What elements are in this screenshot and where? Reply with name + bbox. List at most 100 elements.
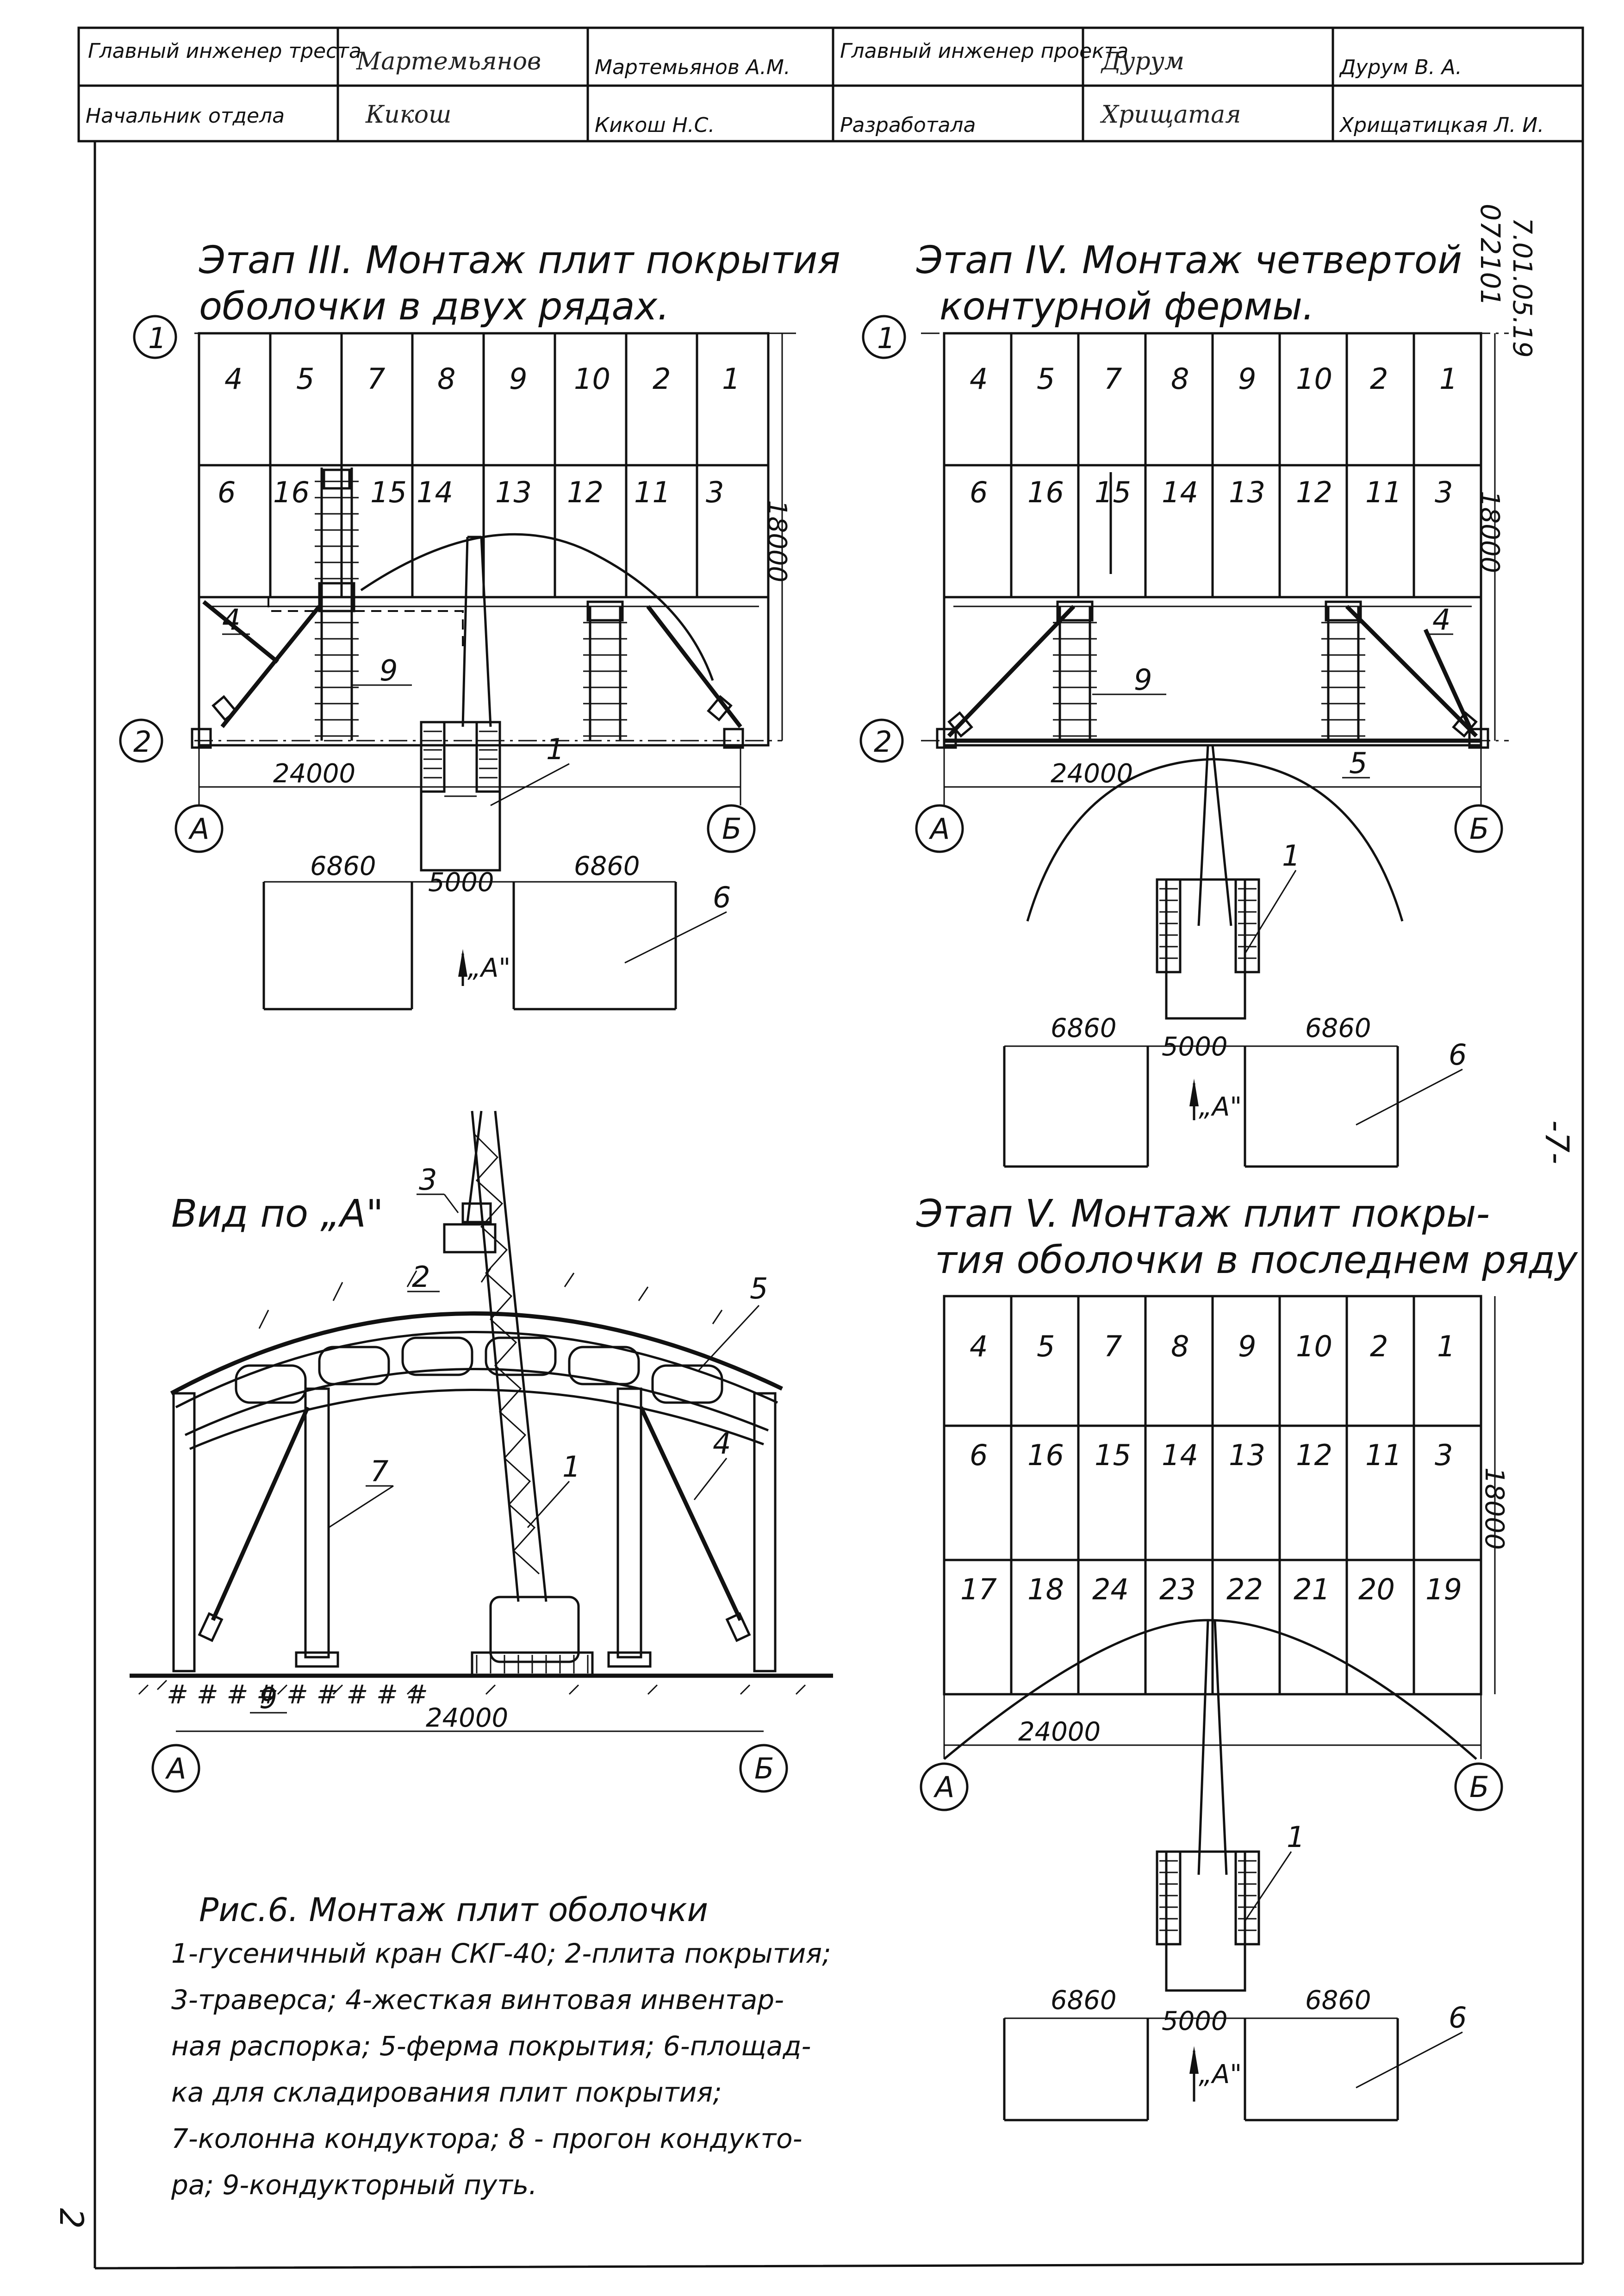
slab-number: 6 [218,475,236,509]
view-a-callout-5: 5 [750,1272,768,1305]
stage4-crane [1156,745,1260,1020]
stage4-axis-1-bubble [862,315,906,359]
title-block: Главный инженер треста Мартемьянов Марте… [77,26,1584,143]
stage3-dim-5000: 5000 [428,867,494,898]
stage4-dim-18000: 18000 [1475,491,1505,573]
slab-number: 24 [1092,1572,1129,1606]
stage4-dim-6860-right: 6860 [1305,1013,1371,1043]
stage4-axis-a: А [928,812,950,846]
slab-number: 7 [367,362,385,396]
slab-number: 18 [1027,1572,1064,1606]
caption-line: 1-гусеничный кран СКГ-40; 2-плита покрыт… [171,1938,831,1969]
stage3-dim-24000: 24000 [273,759,355,789]
slab-number: 16 [1027,1438,1064,1472]
view-a-crane-boom [443,1111,548,1602]
stage5-row2-labels: 6 16 15 14 13 12 11 3 [970,1438,1453,1472]
stage5-axis-a: А [933,1770,954,1804]
slab-number: 9 [1238,362,1256,396]
stage4-storage: 6860 5000 6860 „А" 6 [1003,1013,1467,1168]
view-a-callout-7: 7 [370,1454,388,1488]
stage3-dim-6860-right: 6860 [574,851,640,881]
stage3-callout-6: 6 [713,880,731,914]
slab-number: 13 [495,475,532,509]
tb-role1-top: Главный инженер треста [88,39,361,63]
stage3-axis-2-bubble [119,718,163,763]
slab-number: 7 [1104,362,1122,396]
stage5-dim-6860-right: 6860 [1305,1985,1371,2015]
view-a-callout-3: 3 [419,1163,437,1197]
stage4-row1-labels: 4 5 7 8 9 10 2 1 [970,362,1457,396]
stage4-axis-1: 1 [877,321,895,355]
slab-number: 12 [1296,475,1332,509]
stage3-axis-1-bubble [133,315,177,359]
slab-number: 4 [970,1329,988,1363]
slab-number: 2 [653,362,671,396]
slab-number: 20 [1358,1572,1395,1606]
stage5-storage: 6860 5000 6860 „А" 6 [1003,1985,1467,2121]
stage3-crane [420,536,501,872]
page-border [93,141,1584,2270]
corner-mark: 2 [52,2208,90,2229]
view-a-callout-1: 1 [562,1450,580,1484]
caption-line: 3-траверса; 4-жесткая винтовая инвентар- [171,1984,784,2015]
caption-line: ка для складирования плит покрытия; [171,2077,722,2108]
slab-number: 15 [1095,475,1131,509]
stage5-title-line1: Этап V. Монтаж плит покры- [916,1192,1490,1236]
tb-name2-top: Дурум В. А. [1339,56,1462,79]
slab-number: 19 [1425,1572,1462,1606]
stage5-dim-18000: 18000 [1479,1467,1509,1550]
view-a-axis-a: А [165,1752,186,1785]
view-a-callout-4: 4 [713,1427,731,1460]
view-a-axis-b: Б [754,1752,774,1785]
stage5-dim-24000: 24000 [1018,1717,1101,1747]
slab-number: 13 [1229,1438,1265,1472]
stage5-axis-a-bubble [920,1762,969,1811]
stage4-dim-6860-left: 6860 [1051,1013,1117,1043]
tb-signature-1: Мартемьянов [356,48,541,75]
doc-code: 7.01.05.19 [1507,218,1537,358]
stage5-view-marker: „А" [1199,2059,1242,2090]
slab-number: 11 [1365,1438,1402,1472]
slab-number: 5 [296,362,314,396]
tb-role1-bottom: Начальник отдела [86,104,285,128]
stage4-axis-2-bubble [859,718,904,763]
slab-number: 8 [437,362,455,396]
slab-number: 9 [509,362,527,396]
stage4-axis-2: 2 [874,725,892,759]
stage5-title-line2: тия оболочки в последнем ряду [935,1238,1578,1282]
slab-number: 6 [970,475,988,509]
slab-number: 15 [1095,1438,1131,1472]
slab-number: 10 [1296,1329,1332,1363]
caption-title: Рис.6. Монтаж плит оболочки [199,1891,708,1929]
stage3-callout-9: 9 [380,654,398,687]
stage3-plan: Этап III. Монтаж плит покрытия оболочки … [119,238,840,1011]
slab-number: 3 [706,475,724,509]
stage4-row2-labels: 6 16 15 14 13 12 11 3 [970,475,1453,509]
view-a-ground-hatch: # # # # # # # # # [167,1680,428,1710]
stage3-title-line2: оболочки в двух рядах. [199,285,669,329]
view-a-elevation: Вид по „А" [130,1111,833,1793]
slab-number: 1 [1437,1329,1455,1363]
tb-name1-top: Мартемьянов А.М. [595,56,790,79]
stage3-axis-1: 1 [148,321,166,355]
tb-signature-4: Хрищатая [1100,101,1241,129]
slab-number: 16 [1027,475,1064,509]
tb-signature-3: Кикош [365,101,451,129]
stage5-row3-labels: 17 18 24 23 22 21 20 19 [960,1572,1462,1606]
slab-number: 7 [1104,1329,1122,1363]
slab-number: 10 [1296,362,1332,396]
stage5-callout-1: 1 [1287,1820,1305,1854]
stage5-grid-verticals [1010,1296,1415,1694]
stage3-title-line1: Этап III. Монтаж плит покрытия [199,238,840,282]
stage3-row2-labels: 6 16 15 14 13 12 11 3 [218,475,724,509]
slab-number: 5 [1037,362,1055,396]
slab-number: 15 [370,475,407,509]
slab-number: 1 [722,362,740,396]
stage3-axis-a: А [188,812,209,846]
caption-line: ра; 9-кондукторный путь. [171,2169,537,2201]
slab-number: 8 [1171,362,1189,396]
view-a-callout-9: 9 [259,1681,277,1715]
view-a-dim-24000: 24000 [426,1703,508,1733]
stage4-callout-9: 9 [1134,663,1152,697]
slab-number: 4 [224,362,243,396]
